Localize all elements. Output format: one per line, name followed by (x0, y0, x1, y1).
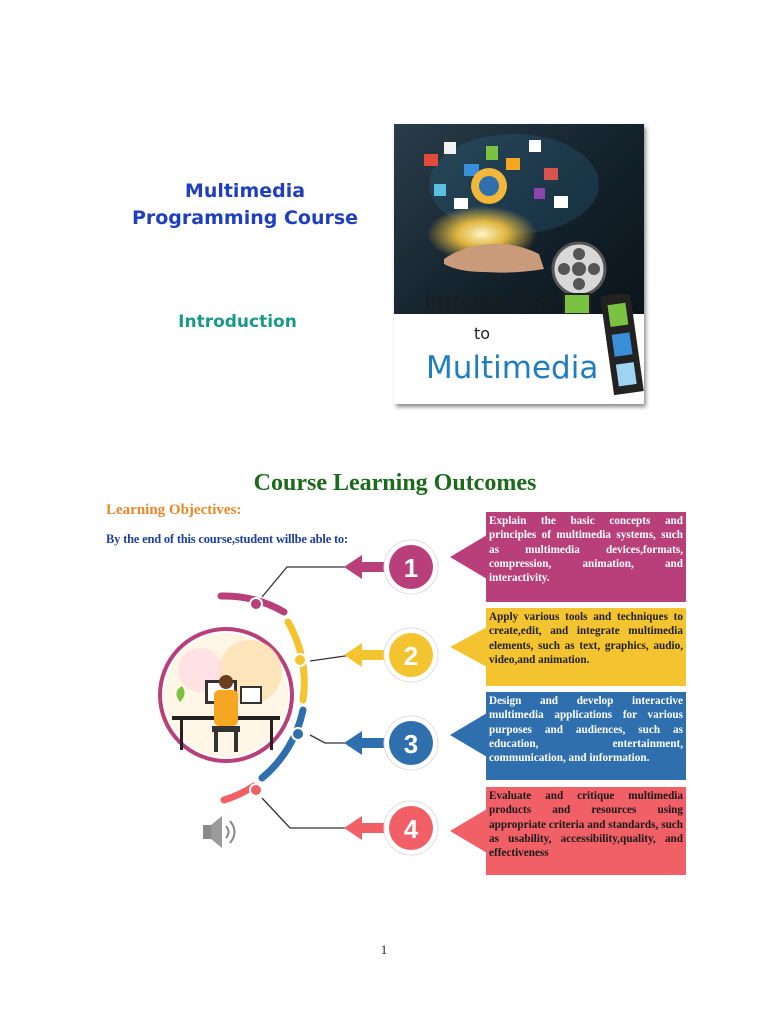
outcomes-heading: Course Learning Outcomes (253, 470, 537, 496)
film-strip-icon (600, 294, 644, 396)
badge-number-3: 3 (404, 729, 418, 759)
course-title-line2: Programming Course (131, 207, 359, 229)
outcome-box-4: Evaluate and critique multimedia product… (486, 787, 686, 875)
objectives-intro: By the end of this course,student willbe… (106, 532, 348, 546)
cover-caption-area (394, 294, 644, 404)
person-at-computer-illustration (158, 627, 294, 763)
cover-title-line1: Introduction (424, 290, 552, 314)
page-number: 1 (380, 942, 388, 957)
badge-number-2: 2 (404, 641, 418, 671)
outcome-box-3: Design and develop interactive multimedi… (486, 692, 686, 780)
badge-number-1: 1 (404, 553, 418, 583)
number-badges (344, 539, 439, 856)
course-title: Multimedia Programming Course (100, 178, 390, 232)
outcome-box-2: Apply various tools and techniques to cr… (486, 608, 686, 686)
book-cover-image: Introduction to Multimedia (394, 124, 644, 404)
objectives-label: Learning Objectives: (106, 502, 242, 518)
cover-title-line3: Multimedia (426, 350, 599, 386)
cover-title-line2: to (474, 324, 491, 343)
cover-photo (394, 124, 644, 315)
box-arrows (450, 535, 487, 853)
section-label: Introduction (178, 312, 297, 332)
speaker-icon[interactable] (203, 816, 236, 848)
hand-with-media-icons-illustration (424, 134, 607, 315)
ring-dots (249, 597, 307, 797)
connector-lines (261, 566, 353, 829)
badge-number-4: 4 (404, 814, 419, 844)
badge-numbers: 1 2 3 4 (404, 553, 419, 844)
course-title-line1: Multimedia (184, 180, 306, 202)
outcome-box-1: Explain the basic concepts and principle… (486, 512, 686, 602)
